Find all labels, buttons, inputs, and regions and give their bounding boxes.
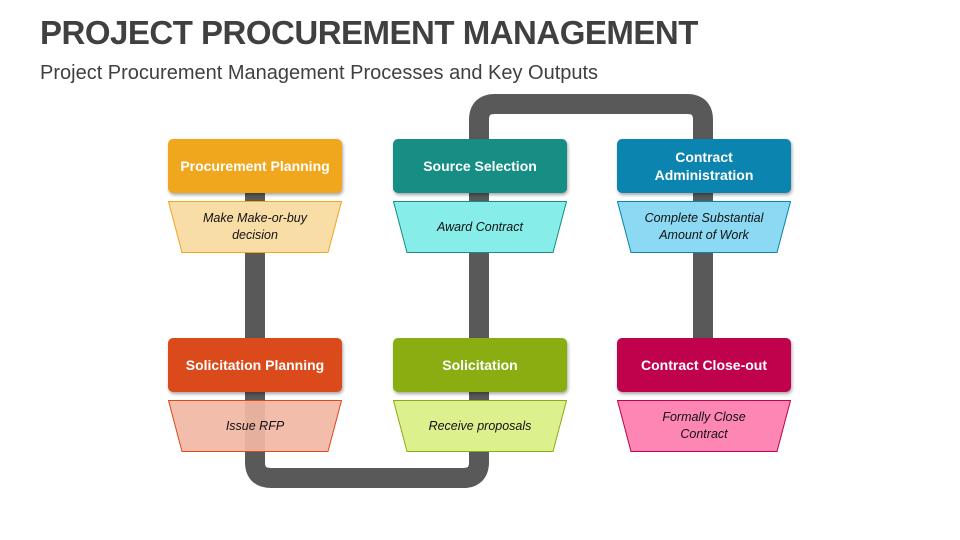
- output-border: [617, 400, 791, 452]
- process-contract-administration: Contract Administration: [617, 139, 791, 193]
- process-label: Solicitation: [442, 357, 518, 373]
- process-contract-close-out: Contract Close-out: [617, 338, 791, 392]
- output-label: Issue RFP: [225, 418, 285, 433]
- process-label: Source Selection: [423, 158, 537, 174]
- output-border: [168, 400, 342, 452]
- output-label: Award Contract: [437, 219, 523, 234]
- process-solicitation-planning: Solicitation Planning: [168, 338, 342, 392]
- output-label: Formally Close Contract: [662, 410, 746, 441]
- process-solicitation: Solicitation: [393, 338, 567, 392]
- process-label: Contract Close-out: [641, 357, 767, 373]
- output-solicitation: Receive proposals: [393, 400, 567, 452]
- output-label: Receive proposals: [428, 418, 532, 433]
- process-procurement-planning: Procurement Planning: [168, 139, 342, 193]
- output-border: [393, 400, 567, 452]
- output-solicitation-planning: Issue RFP: [168, 400, 342, 452]
- output-label: Complete Substantial Amount of Work: [644, 211, 764, 242]
- output-contract-administration: Complete Substantial Amount of Work: [617, 201, 791, 253]
- page-subtitle: Project Procurement Management Processes…: [40, 62, 599, 84]
- output-procurement-planning: Make Make-or-buy decision: [168, 201, 342, 253]
- process-source-selection: Source Selection: [393, 139, 567, 193]
- output-border: [168, 201, 342, 253]
- output-border: [617, 201, 791, 253]
- page-title: PROJECT PROCUREMENT MANAGEMENT: [40, 14, 698, 51]
- output-label: Make Make-or-buy decision: [203, 211, 307, 242]
- output-contract-close-out: Formally Close Contract: [617, 400, 791, 452]
- process-label: Solicitation Planning: [185, 357, 325, 373]
- output-border: [393, 201, 567, 253]
- output-source-selection: Award Contract: [393, 201, 567, 253]
- process-label: Contract Administration: [654, 149, 754, 183]
- process-label: Procurement Planning: [180, 158, 330, 174]
